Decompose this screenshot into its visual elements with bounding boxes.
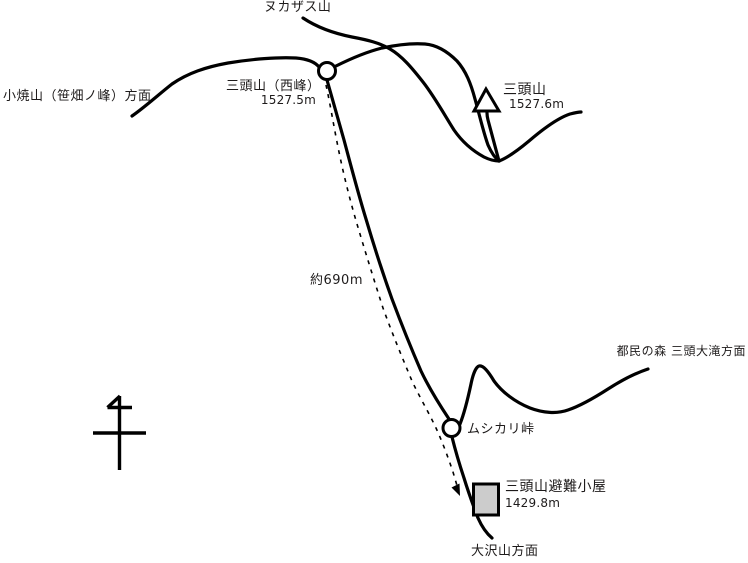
label-hut: 三頭山避難小屋 1429.8m — [505, 479, 607, 511]
main-peak-name: 三頭山 — [503, 82, 547, 98]
label-mushikari-pass: ムシカリ峠 — [467, 422, 535, 437]
west-peak-name: 三頭山（西峰） — [226, 79, 321, 94]
trail-east-ridge — [497, 110, 583, 163]
hut-elevation: 1429.8m — [505, 496, 561, 511]
summit-triangle-icon — [471, 85, 502, 113]
label-main-peak: 三頭山 1527.6m — [503, 82, 565, 112]
trail-mushikari-to-osawayama — [450, 435, 494, 540]
label-osawayama-direction: 大沢山方面 — [471, 544, 539, 559]
trail-tomin-no-mori — [458, 364, 650, 426]
trail-nukazasu — [301, 16, 501, 163]
trail-ridge-westpeak-to-valley — [334, 42, 501, 163]
label-west-peak: 三頭山（西峰） 1527.5m — [226, 79, 321, 108]
trail-summit-spur — [485, 111, 501, 163]
label-distance-690m: 約690m — [310, 273, 363, 288]
trail-koyakiyama — [130, 56, 321, 118]
route-arrowhead-icon — [451, 483, 460, 496]
label-koyakiyama-direction: 小焼山（笹畑ノ峰）方面 — [3, 89, 152, 104]
north-arrow-icon — [93, 394, 146, 470]
main-peak-elevation: 1527.6m — [509, 97, 565, 112]
route-dashed-690m — [325, 84, 459, 491]
trail-main-westpeak-to-mushikari — [325, 78, 451, 421]
label-nukazasu-yama: ヌカザス山 — [264, 0, 332, 15]
west-peak-elevation: 1527.5m — [260, 93, 316, 108]
hut-square-icon — [472, 482, 500, 517]
junction-circle-mushikari-pass — [441, 418, 462, 438]
junction-circle-west-peak — [317, 61, 337, 81]
label-tomin-no-mori-direction: 都民の森 三頭大滝方面 — [616, 344, 746, 358]
hut-name: 三頭山避難小屋 — [505, 479, 607, 495]
